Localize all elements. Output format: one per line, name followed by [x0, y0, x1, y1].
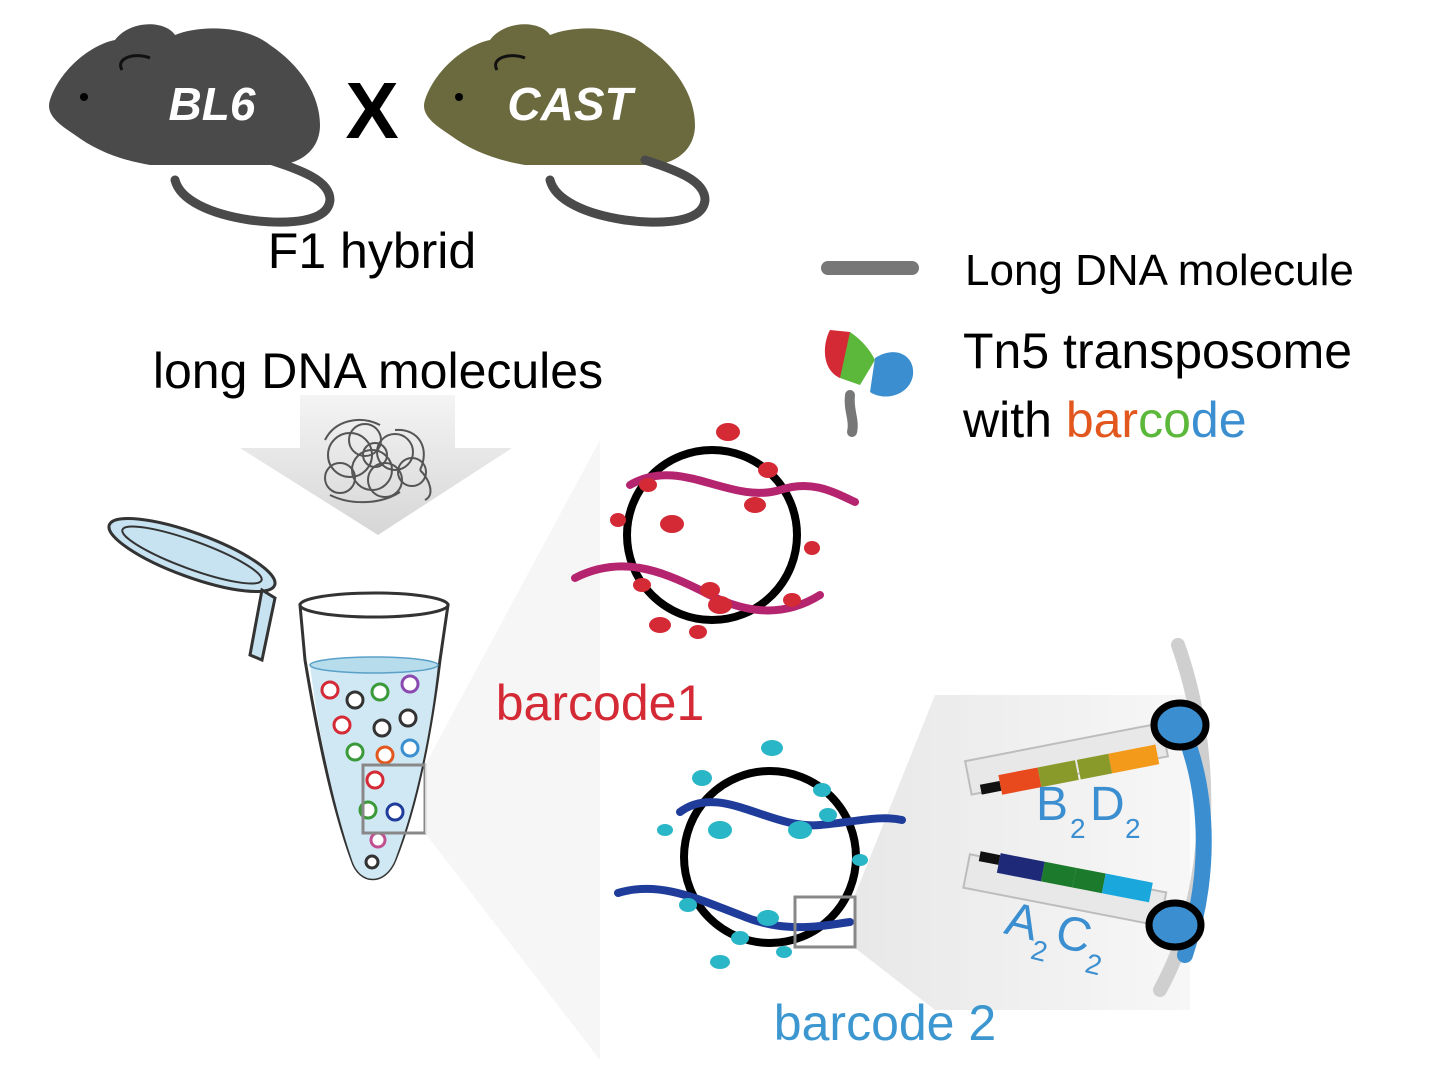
- lower-code-label: A 2 C 2: [1000, 892, 1105, 982]
- upper-code-label: B 2 D 2: [1036, 778, 1141, 844]
- mouse-icon-cast: CAST: [424, 24, 710, 227]
- f1-hybrid-caption: F1 hybrid: [268, 223, 476, 279]
- cross-symbol: X: [345, 66, 398, 155]
- tn5-icon-cyan: [657, 740, 868, 969]
- droplet-barcode2: [614, 740, 906, 969]
- mouse-tail: [170, 155, 335, 227]
- legend-with-word: with: [962, 392, 1066, 448]
- barcode-part-2: co: [1138, 392, 1191, 448]
- droplet2-zoom-box: [793, 895, 857, 949]
- barcode-part-3: de: [1191, 392, 1247, 448]
- svg-text:D: D: [1090, 778, 1125, 831]
- dna-tangle-icon: [324, 419, 432, 504]
- barcode-part-1: bar: [1066, 392, 1138, 448]
- legend-dna-label: Long DNA molecule: [965, 246, 1354, 295]
- droplet-barcode1: [571, 423, 859, 639]
- tube-icon: [107, 516, 450, 881]
- cast-label: CAST: [507, 78, 636, 130]
- barcode1-label: barcode1: [496, 675, 705, 731]
- tn5-icon-red: [610, 423, 820, 639]
- svg-text:2: 2: [1070, 813, 1086, 844]
- svg-text:2: 2: [1028, 934, 1051, 968]
- mouse-tail: [545, 155, 710, 227]
- bl6-label: BL6: [169, 78, 256, 130]
- svg-text:2: 2: [1082, 948, 1105, 982]
- legend-tn5-line1: Tn5 transposome: [963, 323, 1352, 379]
- tn5-icon: [824, 330, 914, 437]
- mouse-icon-bl6: BL6: [49, 24, 335, 227]
- svg-text:B: B: [1036, 778, 1068, 831]
- barcode2-label: barcode 2: [774, 995, 996, 1051]
- svg-text:2: 2: [1125, 813, 1141, 844]
- input-label: long DNA molecules: [153, 343, 603, 399]
- adapter-upper: [963, 699, 1210, 796]
- legend-tn5-line2: with barcode: [962, 392, 1247, 448]
- adapter-lower: [962, 851, 1205, 951]
- zoom-funnel: [425, 440, 600, 1060]
